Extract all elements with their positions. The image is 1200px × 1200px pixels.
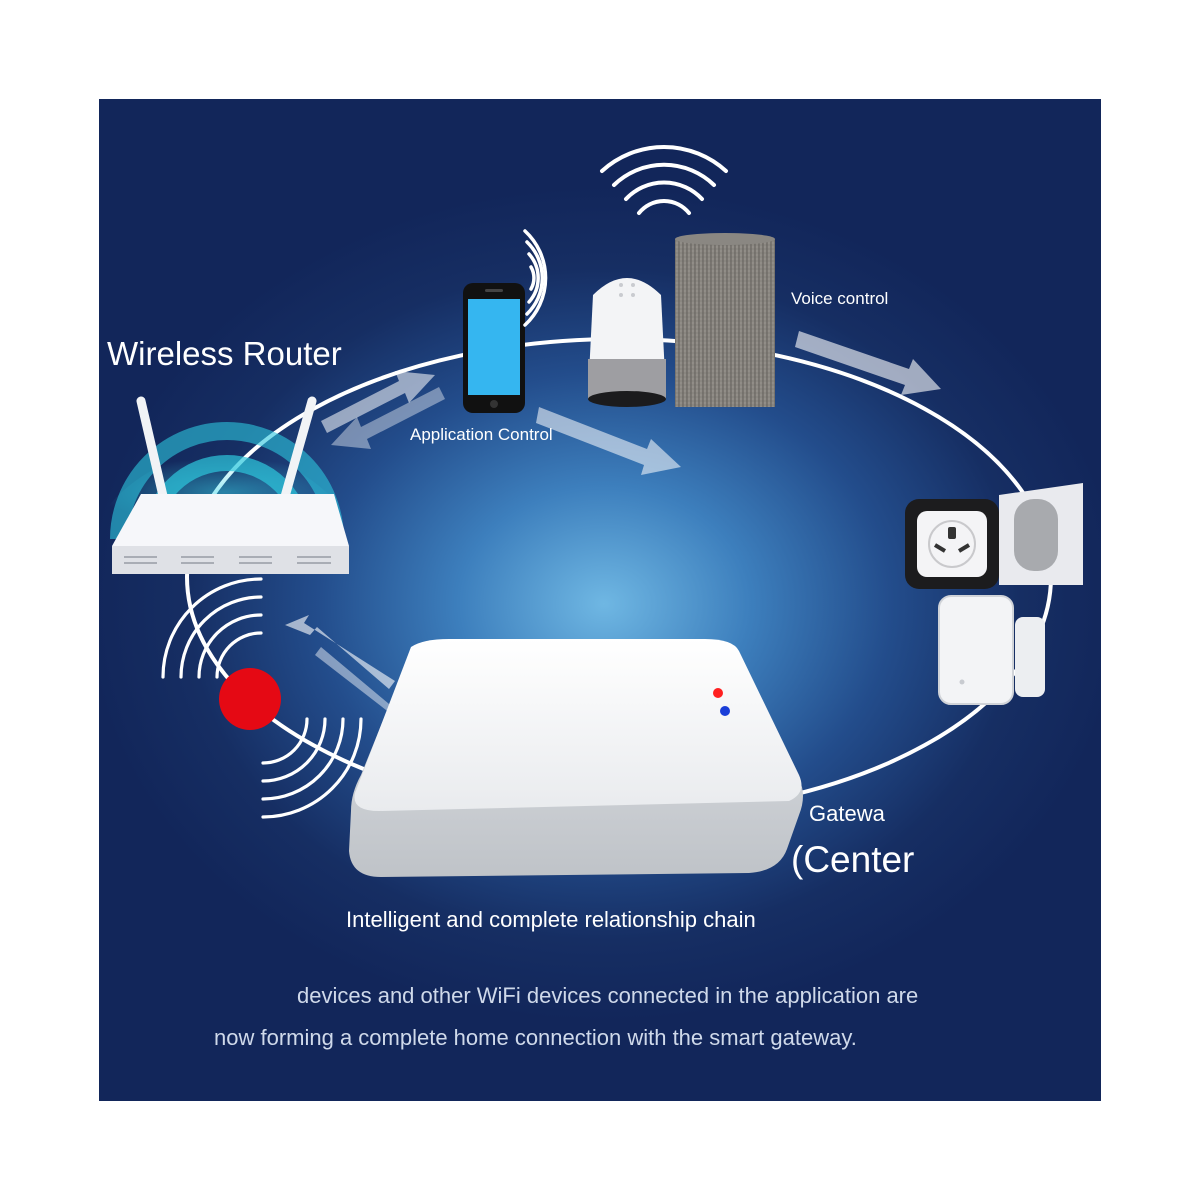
- speaker-signal-icon: [600, 144, 728, 215]
- wifi-router-icon: [99, 396, 349, 574]
- smart-socket-icon: [905, 499, 999, 589]
- router-label: Wireless Router: [107, 335, 342, 372]
- phone-signal-icon: [523, 229, 548, 327]
- center-label: (Center: [791, 839, 915, 880]
- diagram-panel: Wireless Router Application Control Voic…: [99, 99, 1101, 1101]
- smart-speaker-icon: [588, 278, 666, 407]
- description-line-2: now forming a complete home connection w…: [214, 1025, 857, 1050]
- voice-control-label: Voice control: [791, 289, 889, 308]
- fabric-speaker-icon: [675, 233, 775, 407]
- siren-sensor-icon: [999, 483, 1083, 585]
- smartphone-icon: [463, 283, 525, 413]
- description-line-1: devices and other WiFi devices connected…: [297, 983, 919, 1008]
- gateway-hub-icon: [349, 639, 803, 877]
- scene-graphics: [99, 144, 1083, 877]
- door-sensor-icon: [938, 595, 1045, 705]
- relationship-chain-caption: Intelligent and complete relationship ch…: [346, 907, 756, 932]
- flow-arrows: [285, 331, 941, 725]
- gateway-label: Gatewa: [809, 801, 885, 826]
- red-alarm-sensor-icon: [219, 668, 281, 730]
- alarm-signal-icon: [161, 577, 363, 819]
- application-control-label: Application Control: [410, 425, 553, 444]
